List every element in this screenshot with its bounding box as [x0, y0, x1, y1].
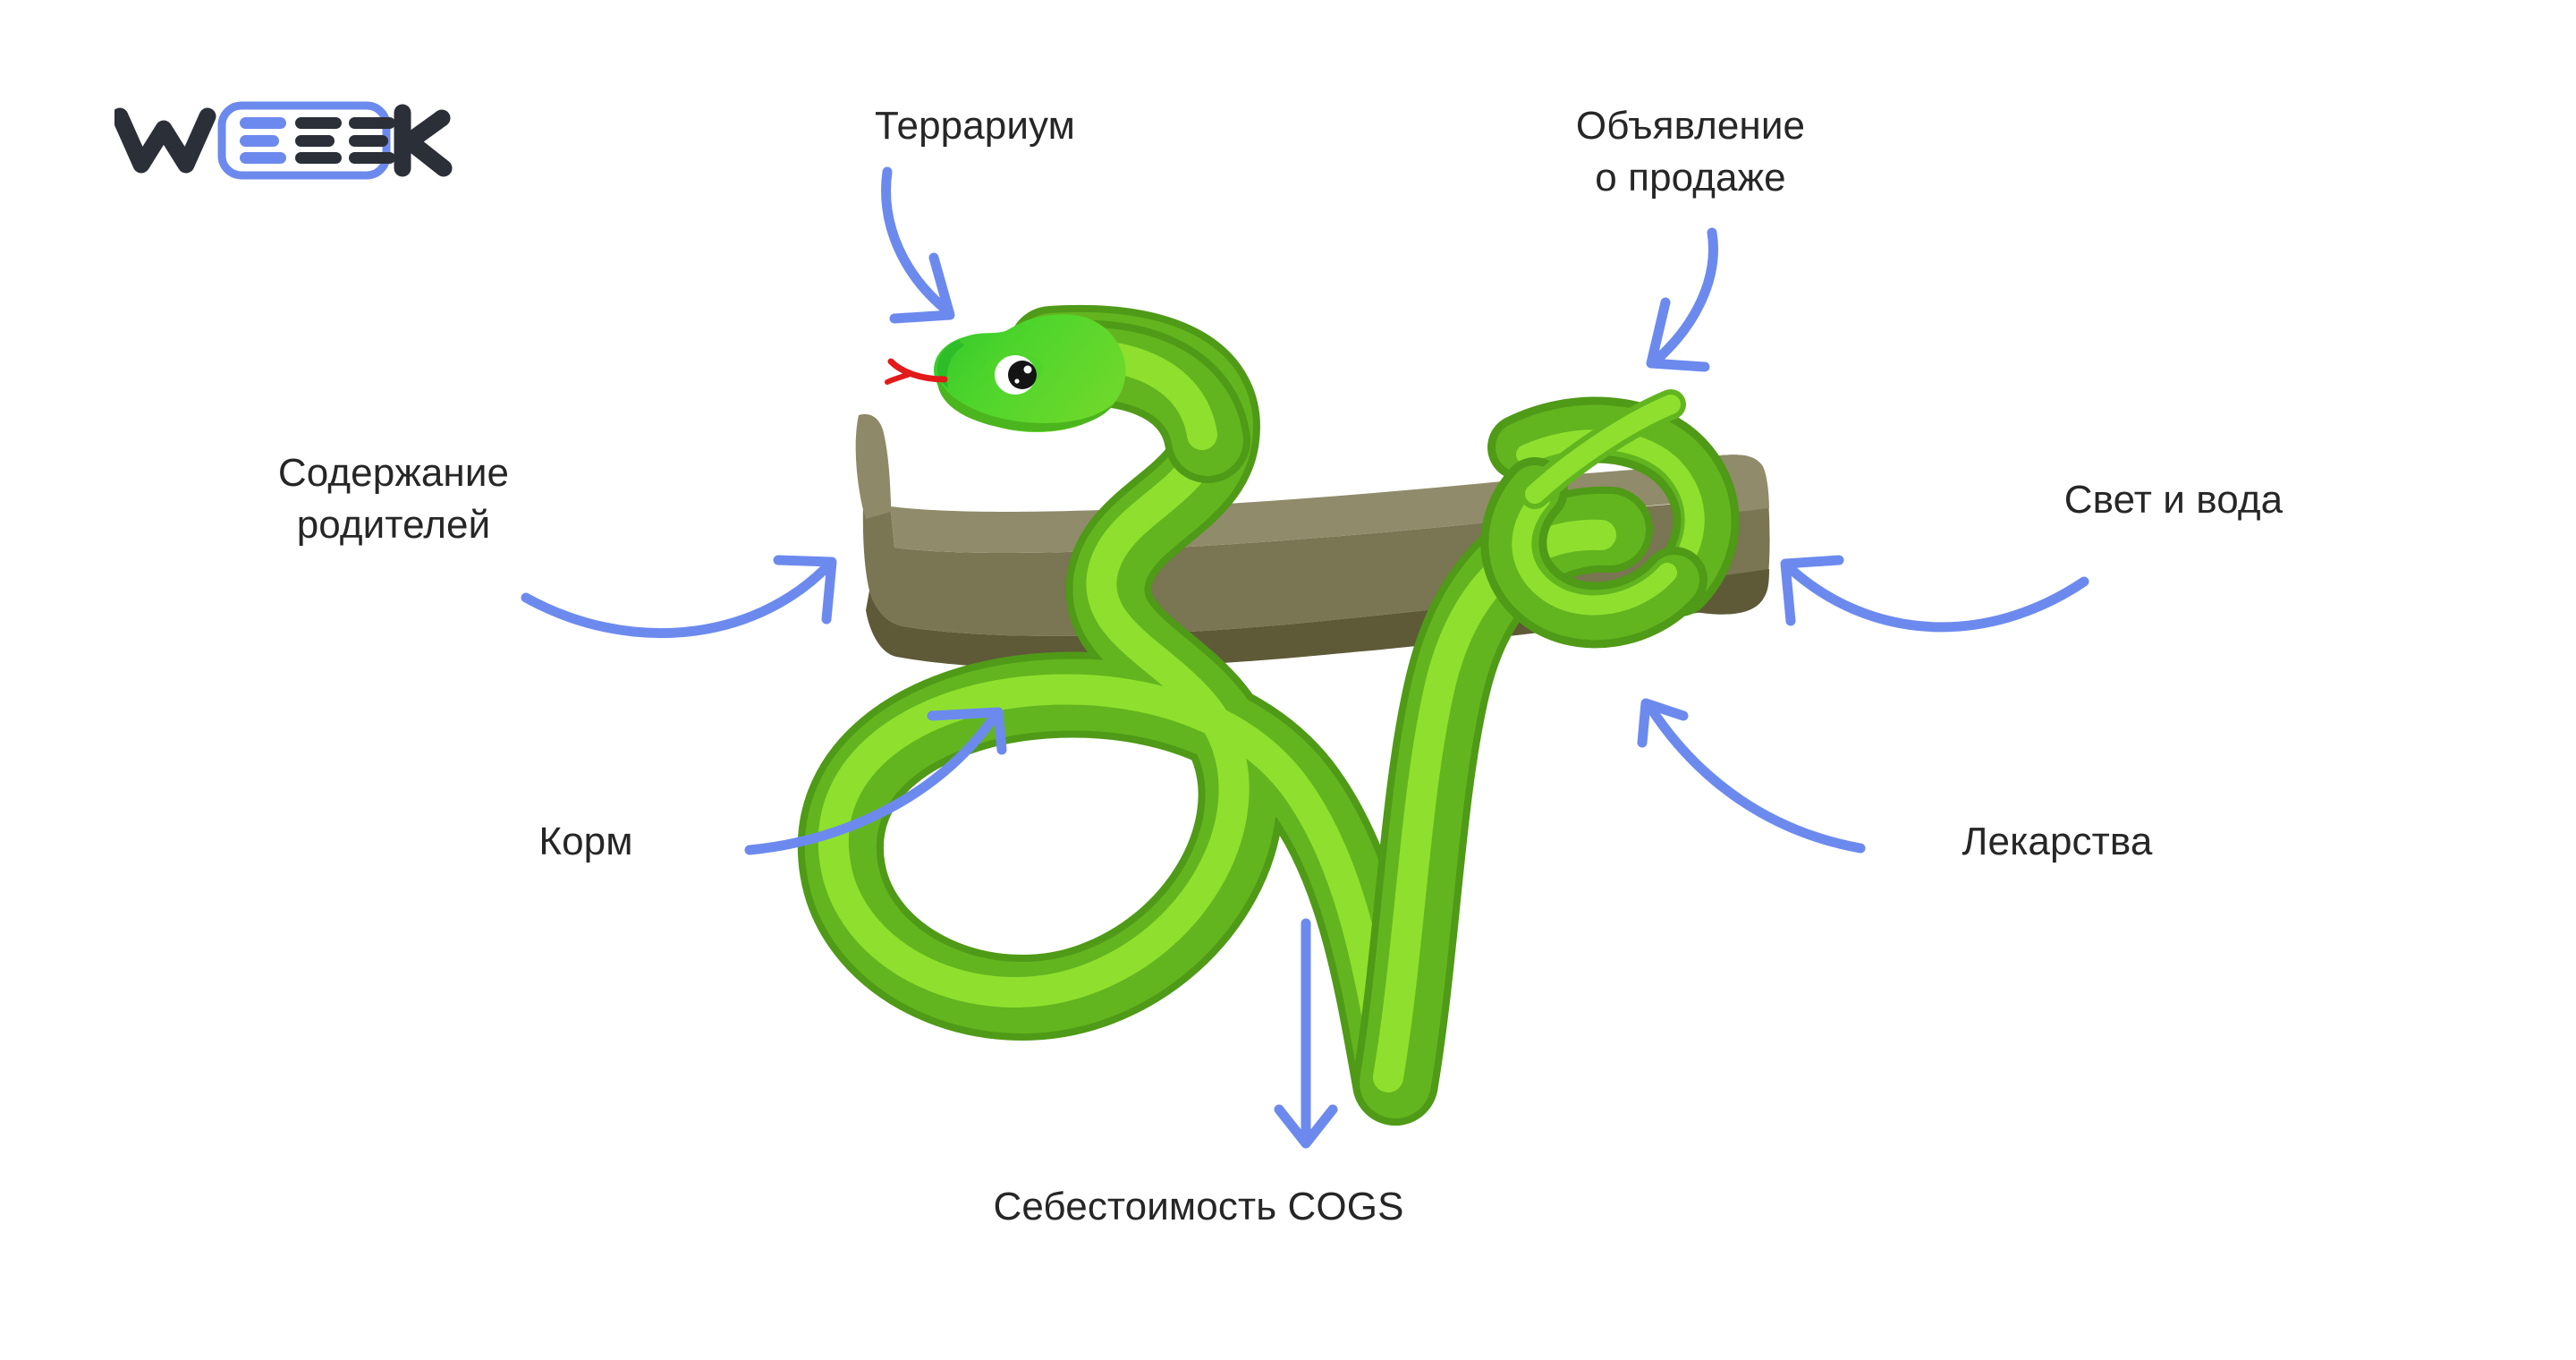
label-terrarium: Террариум [875, 104, 1075, 148]
label-cogs: Себестоимость COGS [993, 1185, 1404, 1228]
snake-coil-front [1480, 457, 1707, 649]
label-food: Корм [538, 820, 633, 863]
snake-tail-tip [1520, 389, 1686, 509]
arrow-sale-ad [1646, 227, 1718, 372]
label-medicine: Лекарства [1962, 820, 2153, 863]
label-light-water: Свет и вода [2063, 478, 2284, 522]
arrow-parent-keeping [521, 555, 837, 638]
arrow-terrarium [881, 166, 955, 324]
arrow-food [744, 707, 1007, 855]
logo-letter-w [111, 107, 216, 174]
forked-tongue [885, 358, 948, 385]
arrow-light-water [1780, 555, 2089, 633]
logo-letter-k [394, 104, 453, 177]
snake-tail-behind-branch [1487, 396, 1740, 616]
label-sale-ad: Объявление о продаже [1575, 104, 1806, 200]
snake-eye [995, 355, 1037, 395]
arrow-cogs [1274, 918, 1338, 1149]
snake-head [885, 314, 1250, 483]
arrow-medicine [1637, 698, 1866, 854]
weeek-logo [111, 97, 472, 183]
label-parent-keeping: Содержание родителей [277, 451, 510, 548]
